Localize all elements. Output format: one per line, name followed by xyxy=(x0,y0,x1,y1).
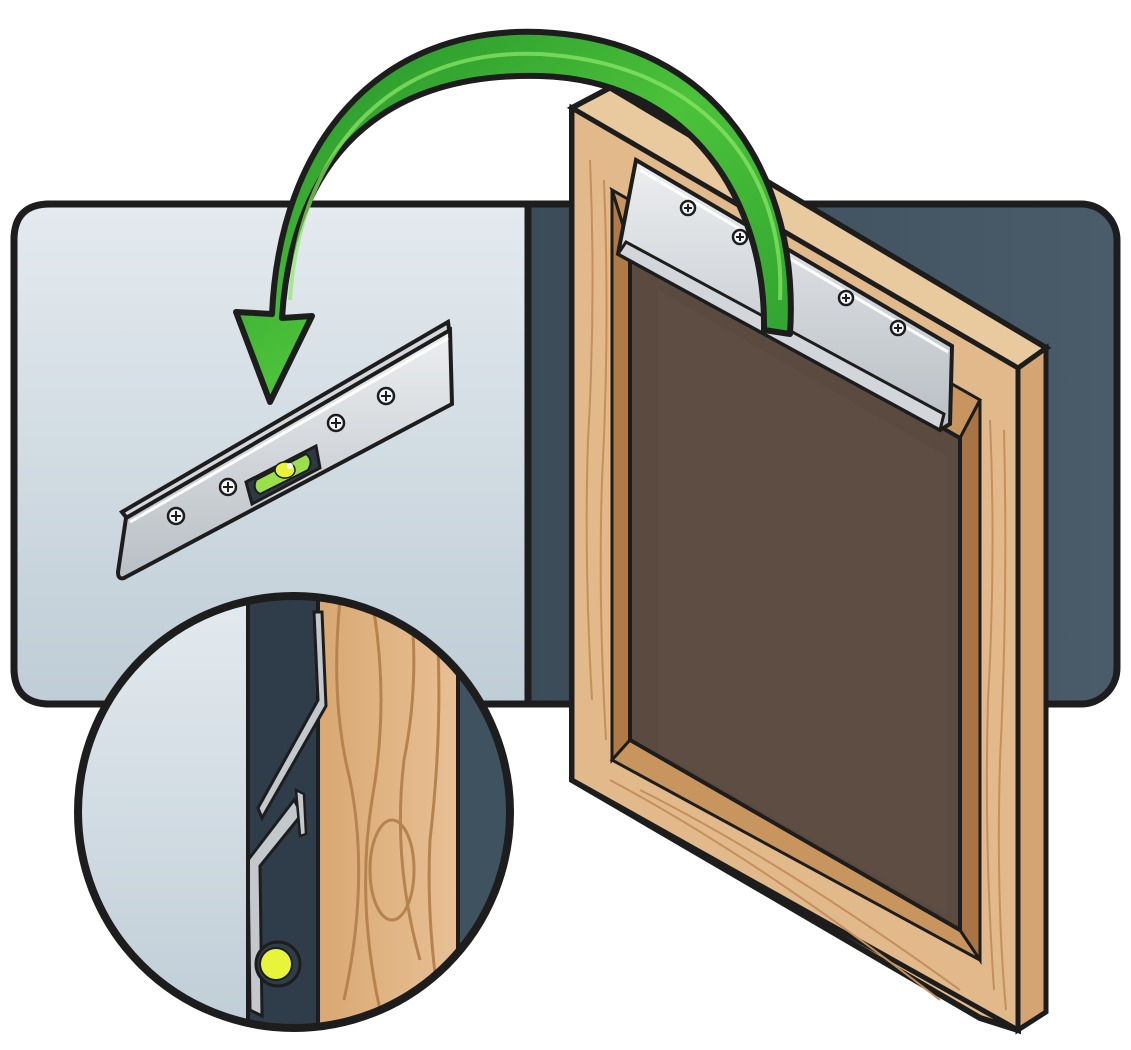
screw-icon xyxy=(679,199,697,217)
screw-icon xyxy=(166,506,186,526)
screw-icon xyxy=(326,413,346,433)
curved-arrow-icon xyxy=(233,28,794,405)
cleat-detail-magnifier xyxy=(74,592,514,1032)
bubble-level-icon xyxy=(244,443,322,507)
wood-grain xyxy=(585,159,1007,1011)
screw-icon xyxy=(218,477,238,497)
screw-icon xyxy=(837,289,855,307)
screw-icon xyxy=(376,386,396,406)
screw-icon xyxy=(731,228,749,246)
wall-cleat xyxy=(115,318,455,581)
frame-wood-section xyxy=(316,596,460,1028)
screw-icon xyxy=(889,319,907,337)
